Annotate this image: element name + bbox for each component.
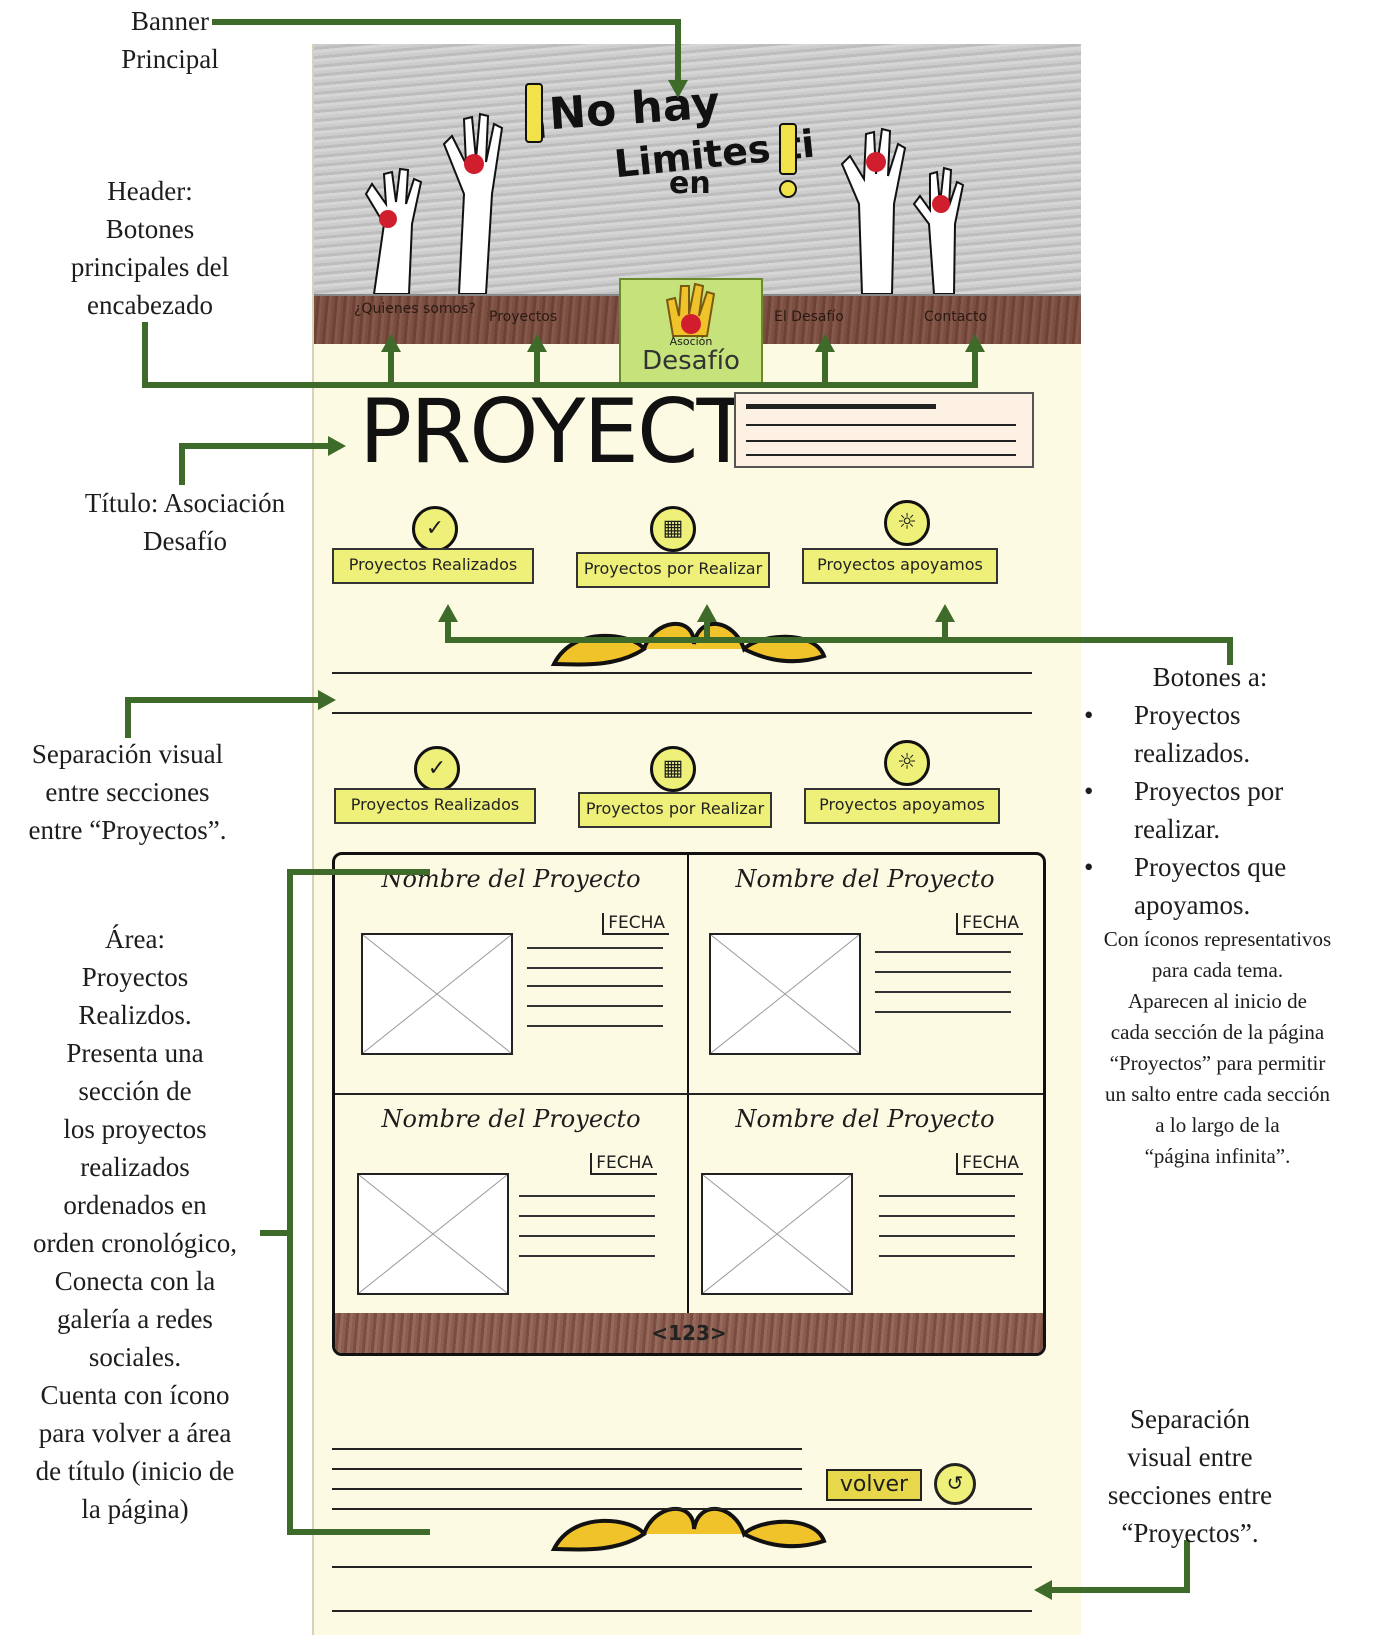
nav-contacto[interactable]: Contacto	[924, 309, 988, 325]
lightbulb-icon[interactable]: ☼	[884, 740, 930, 786]
annotation-botones-list: •Proyectos realizados. •Proyectos por re…	[1084, 700, 1287, 920]
project-image-placeholder	[701, 1173, 853, 1295]
project-name: Nombre del Proyecto	[735, 865, 995, 893]
nav-quienes-somos[interactable]: ¿Quienes somos?	[354, 301, 476, 317]
logo-big-text: Desafío	[642, 346, 740, 376]
calendar-icon[interactable]: ▦	[650, 746, 696, 792]
logo-hand-icon	[665, 282, 716, 337]
banner-headline-3: en	[669, 166, 711, 201]
wireframe-sketch: ¡No hay Limites ti en ¿Quienes somos? Pr…	[312, 44, 1081, 1635]
project-date: FECHA	[590, 1153, 657, 1175]
nav-proyectos[interactable]: Proyectos	[489, 309, 558, 325]
button-proyectos-realizados[interactable]: Proyectos Realizados	[332, 548, 534, 584]
title-description-box	[734, 392, 1034, 468]
project-card[interactable]: Nombre del Proyecto FECHA	[689, 1095, 1041, 1339]
project-date: FECHA	[956, 913, 1023, 935]
ornament-separators	[550, 621, 827, 1552]
annotation-botones-title: Botones a:	[1152, 662, 1268, 692]
hands-illustration	[364, 83, 965, 294]
button-proyectos-apoyamos-2[interactable]: Proyectos apoyamos	[804, 788, 1000, 824]
calendar-icon[interactable]: ▦	[650, 506, 696, 552]
back-to-top-button[interactable]: volver	[826, 1469, 922, 1501]
project-card[interactable]: Nombre del Proyecto FECHA	[335, 1095, 687, 1339]
back-arrow-icon[interactable]: ↺	[934, 1463, 976, 1505]
project-card[interactable]: Nombre del Proyecto FECHA	[689, 855, 1041, 1099]
project-name: Nombre del Proyecto	[381, 1105, 641, 1133]
project-image-placeholder	[357, 1173, 509, 1295]
pagination-label: <123>	[651, 1321, 727, 1345]
logo-asociacion-desafio[interactable]: Asoción Desafío	[619, 278, 763, 386]
project-date: FECHA	[956, 1153, 1023, 1175]
check-icon[interactable]: ✓	[414, 746, 460, 792]
project-image-placeholder	[709, 933, 861, 1055]
button-proyectos-por-realizar-2[interactable]: Proyectos por Realizar	[578, 792, 772, 828]
project-date: FECHA	[602, 913, 669, 935]
lightbulb-icon[interactable]: ☼	[884, 500, 930, 546]
project-image-placeholder	[361, 933, 513, 1055]
pagination[interactable]: <123>	[335, 1313, 1043, 1353]
button-proyectos-realizados-2[interactable]: Proyectos Realizados	[334, 788, 536, 824]
nav-el-desafio[interactable]: El Desafío	[774, 309, 844, 325]
button-proyectos-por-realizar[interactable]: Proyectos por Realizar	[576, 552, 770, 588]
main-banner: ¡No hay Limites ti en	[314, 44, 1081, 296]
button-proyectos-apoyamos[interactable]: Proyectos apoyamos	[802, 548, 998, 584]
logo-small-text: Asoción	[669, 335, 713, 348]
project-name: Nombre del Proyecto	[735, 1105, 995, 1133]
projects-grid: Nombre del Proyecto FECHA Nombre del Pro…	[332, 852, 1046, 1356]
